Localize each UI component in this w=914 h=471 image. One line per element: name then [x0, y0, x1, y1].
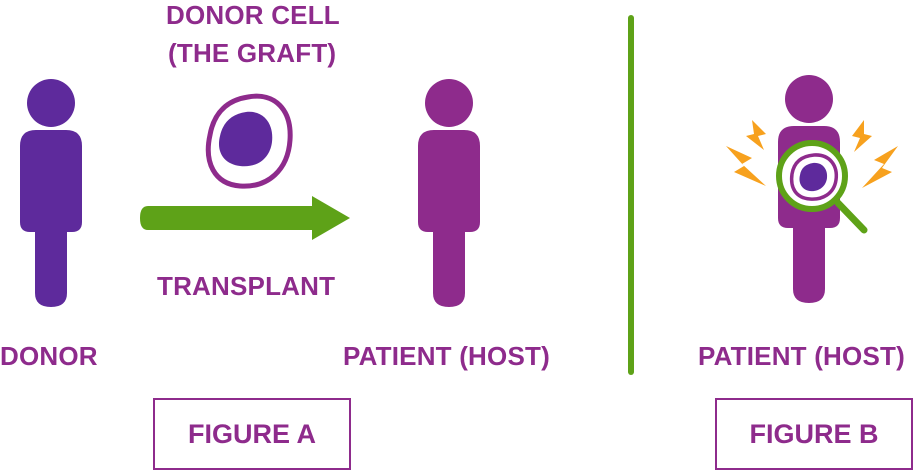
- figure-a-box: FIGURE A: [153, 398, 351, 470]
- patient-b-label: PATIENT (HOST): [698, 341, 905, 371]
- transplant-arrow-icon: [140, 196, 350, 240]
- figure-b-box: FIGURE B: [715, 398, 913, 470]
- magnifying-glass-icon: [776, 140, 868, 234]
- patient-a-label: PATIENT (HOST): [343, 341, 550, 371]
- figure-b-label: FIGURE B: [749, 418, 879, 449]
- figure-a-label: FIGURE A: [188, 418, 316, 449]
- donor-person-icon: [20, 79, 82, 307]
- lightning-icon: [852, 120, 898, 188]
- patient-a-person-icon: [418, 79, 480, 307]
- lightning-icon: [726, 120, 766, 186]
- donor-label: DONOR: [0, 341, 98, 371]
- donor-cell-label: DONOR CELL: [166, 0, 340, 30]
- transplant-label: TRANSPLANT: [157, 271, 336, 301]
- graft-label: (THE GRAFT): [168, 38, 337, 68]
- graft-cell-icon: [205, 93, 293, 189]
